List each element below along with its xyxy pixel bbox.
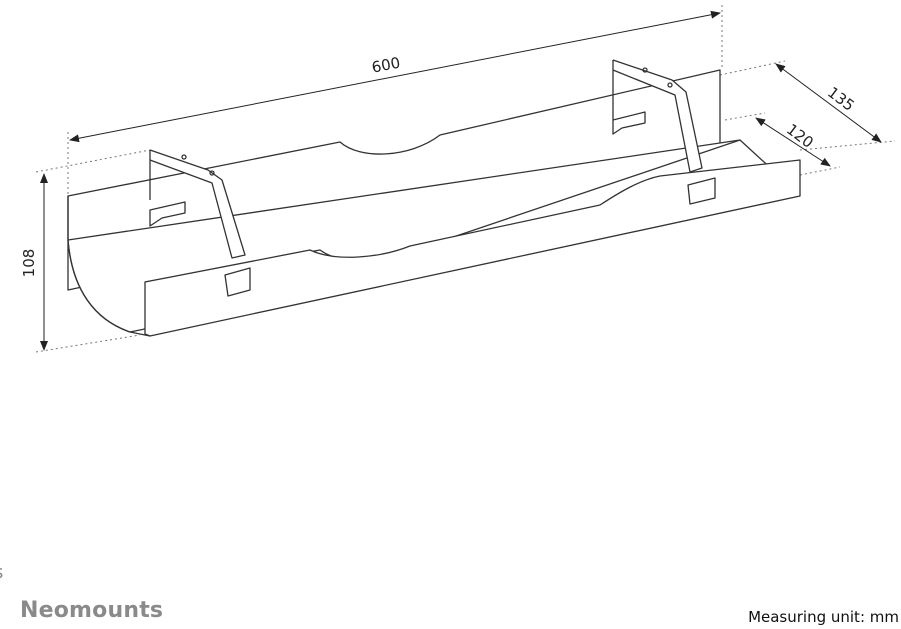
dim-600-line bbox=[69, 10, 721, 143]
clip bbox=[224, 267, 251, 297]
right-bracket bbox=[612, 59, 703, 173]
measuring-unit-label: Measuring unit: mm bbox=[748, 608, 899, 626]
left-bracket bbox=[149, 149, 246, 259]
dim-120-line bbox=[755, 117, 831, 167]
clip bbox=[687, 177, 716, 205]
dimension-lines bbox=[40, 10, 882, 351]
cropped-text-fragment: s bbox=[0, 562, 3, 583]
brand-logo: Neomounts bbox=[20, 598, 164, 623]
dim-600-label: 600 bbox=[370, 54, 402, 77]
tray-front-wall bbox=[144, 159, 801, 337]
dim-135-label: 135 bbox=[824, 83, 858, 115]
cable-tray bbox=[67, 59, 801, 337]
clip bbox=[612, 111, 646, 135]
clip bbox=[149, 201, 186, 227]
dim-135-line bbox=[775, 63, 882, 143]
dim-120-label: 120 bbox=[783, 120, 817, 152]
dim-108-label: 108 bbox=[20, 249, 38, 278]
